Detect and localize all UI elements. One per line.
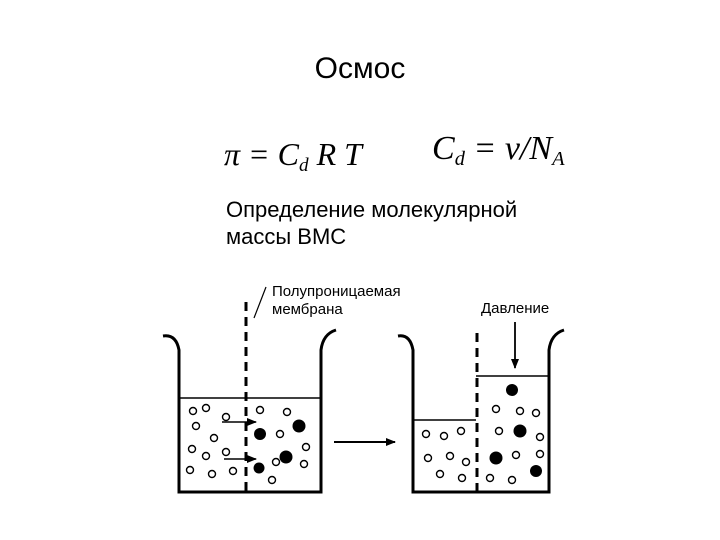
description-line-1: Определение молекулярной (226, 197, 518, 222)
formula-eq: = (464, 130, 505, 167)
formula-nu-na: ν/N (504, 130, 553, 167)
membrane-label-line-2: мембрана (272, 301, 343, 318)
pressure-label: Давление (481, 300, 550, 317)
formula-rt: R T (308, 136, 362, 172)
formula-pi: π (224, 136, 241, 172)
page-title: Осмос (314, 52, 406, 85)
membrane-leader-line (253, 286, 267, 319)
membrane-label: Полупроницаемая мембрана (272, 283, 401, 319)
formula-concentration: Cd = ν/NA (432, 130, 565, 171)
description: Определение молекулярной массы ВМС (226, 196, 517, 250)
formula-c: C (277, 136, 299, 172)
formula-eq: = (240, 136, 278, 172)
description-line-2: массы ВМС (226, 224, 347, 249)
formula-sub-d: d (454, 148, 465, 171)
left-solvent-molecules (185, 403, 311, 485)
membrane-label-line-1: Полупроницаемая (272, 283, 401, 300)
right-solvent-molecules (421, 404, 545, 485)
left-polymer-molecules (253, 419, 306, 474)
right-polymer-molecules (489, 384, 542, 477)
left-beaker (162, 328, 337, 494)
formula-sub-a: A (552, 148, 565, 171)
right-beaker (397, 328, 565, 494)
formula-c: C (432, 130, 455, 167)
formula-osmotic-pressure: π = Cd R T (224, 136, 362, 177)
formula-sub-d: d (298, 154, 309, 176)
